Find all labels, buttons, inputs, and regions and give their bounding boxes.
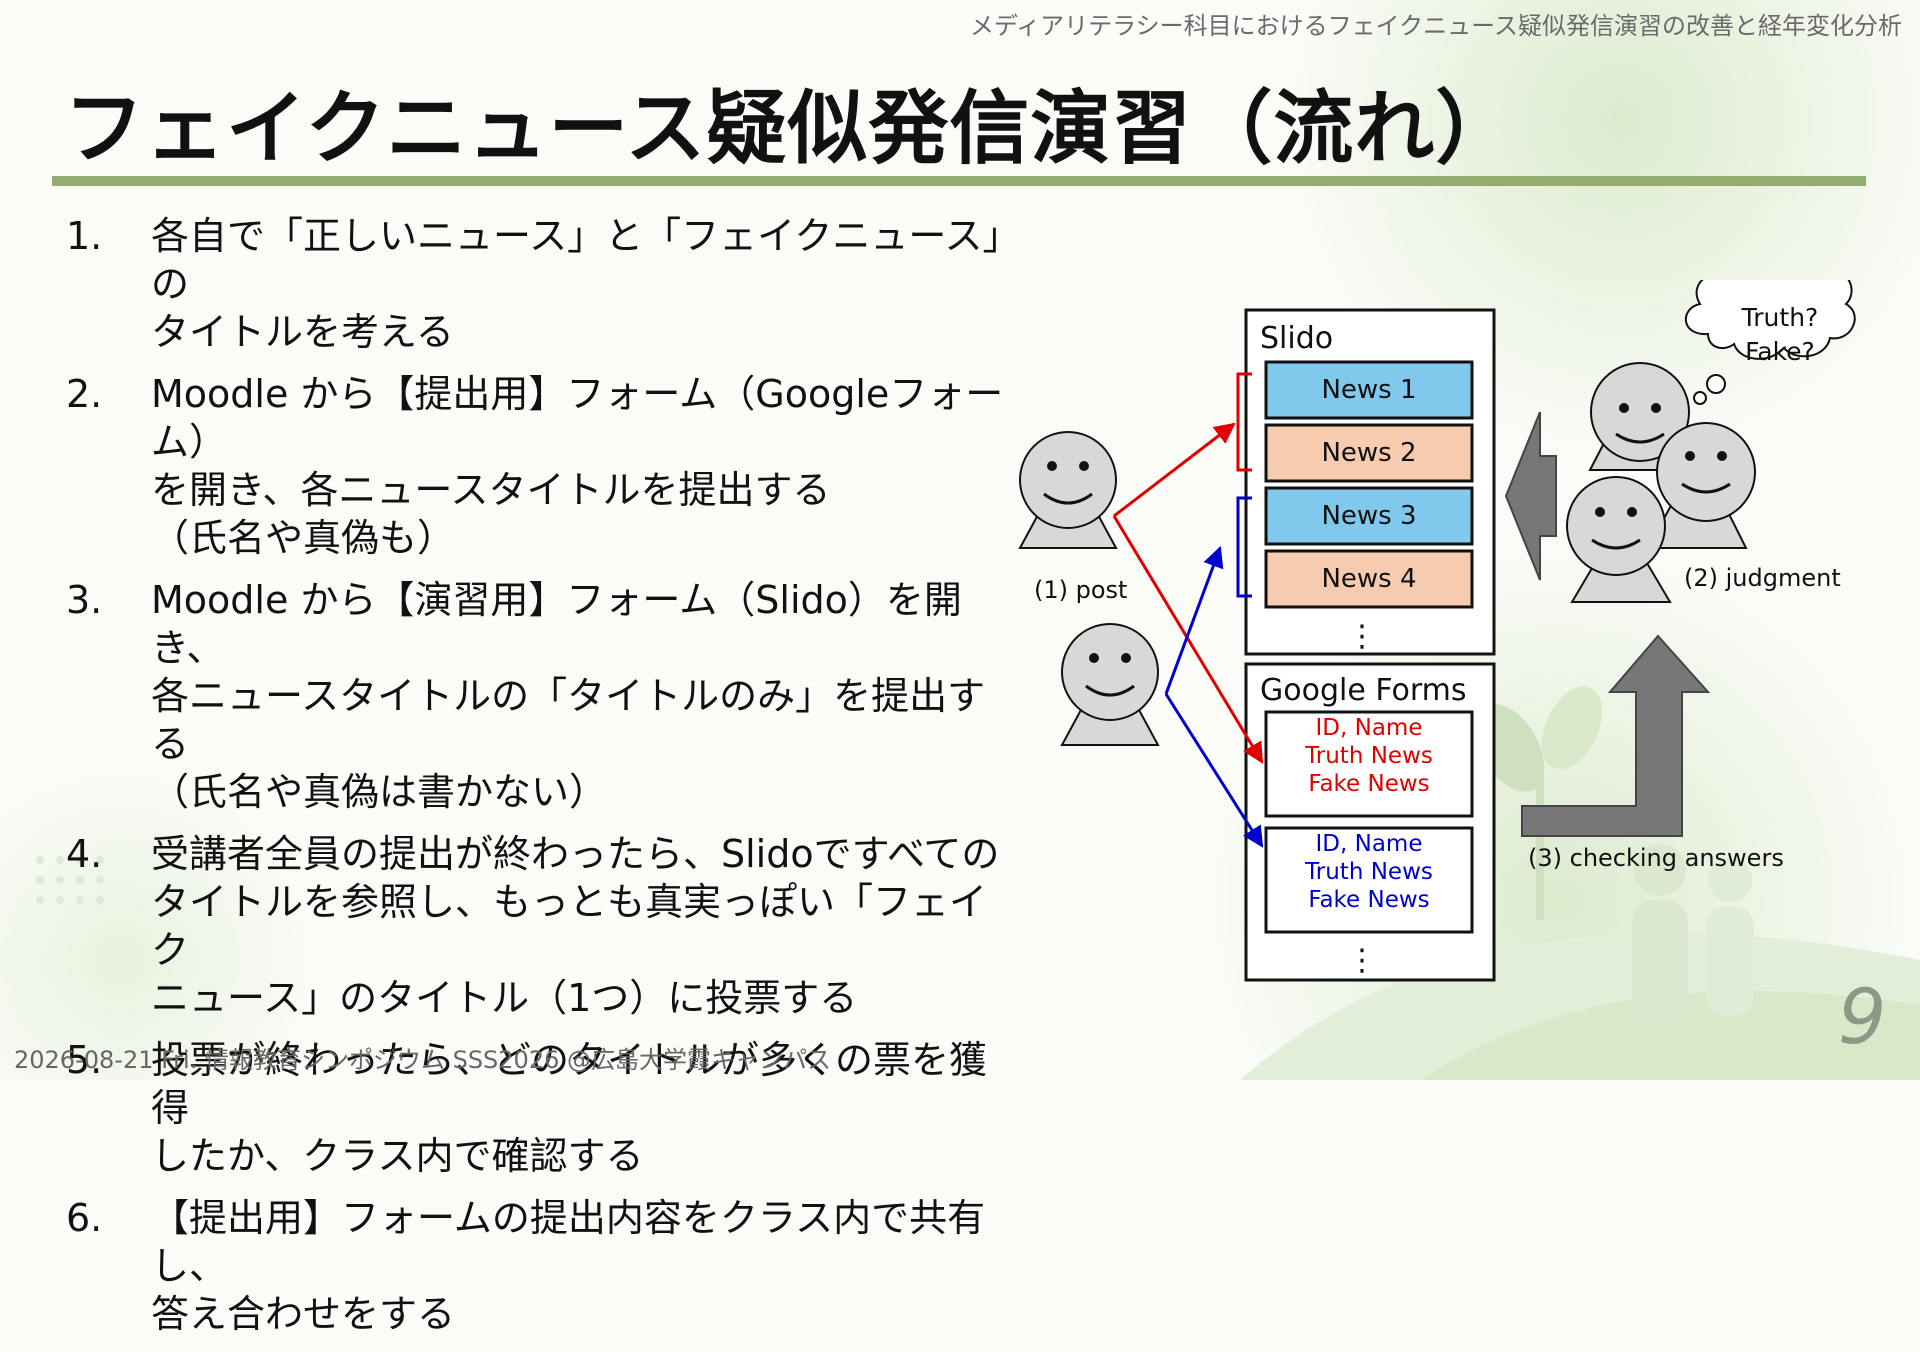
footer-event: 2026-08-21 Fri. 情報教育シンポジウム SSS2026 @広島大学… bbox=[14, 1046, 831, 1074]
red-arrow-to-form bbox=[1112, 515, 1264, 764]
step-text: 受講者全員の提出が終わったら、Slidoですべての タイトルを参照し、もっとも真… bbox=[151, 830, 1006, 1022]
blue-bracket bbox=[1236, 496, 1252, 598]
step-list: 1. 各自で「正しいニュース」と「フェイクニュース」の タイトルを考える 2. … bbox=[66, 212, 1006, 1352]
news-label: News 2 bbox=[1321, 438, 1416, 468]
step-number: 3. bbox=[66, 578, 103, 622]
step-line: を開き、各ニュースタイトルを提出する bbox=[151, 468, 831, 512]
step-line: したか、クラス内で確認する bbox=[151, 1134, 644, 1178]
form-line: Fake News bbox=[1308, 771, 1429, 797]
news-card: News 4 bbox=[1264, 549, 1474, 609]
step-item: 4. 受講者全員の提出が終わったら、Slidoですべての タイトルを参照し、もっ… bbox=[66, 830, 1006, 1022]
step-line: （氏名や真偽も） bbox=[151, 516, 456, 560]
news-card: News 1 bbox=[1264, 360, 1474, 420]
form-card: ID, Name Truth News Fake News bbox=[1264, 826, 1474, 934]
thought-line: Truth? bbox=[1741, 303, 1819, 332]
news-label: News 1 bbox=[1321, 375, 1416, 405]
post-label: (1) post bbox=[1034, 576, 1127, 604]
judge-person-icon bbox=[1646, 422, 1756, 549]
step-number: 4. bbox=[66, 832, 103, 876]
view-slido-arrow bbox=[1504, 411, 1557, 581]
step-line: タイトルを考える bbox=[151, 310, 454, 354]
step-line: 答え合わせをする bbox=[151, 1292, 456, 1336]
presentation-subtitle: メディアリテラシー科目におけるフェイクニュース疑似発信演習の改善と経年変化分析 bbox=[969, 12, 1902, 40]
blue-arrow-to-slido bbox=[1164, 546, 1224, 695]
step-line: 【提出用】フォームの提出内容をクラス内で共有し、 bbox=[151, 1196, 986, 1288]
form-line: Truth News bbox=[1304, 859, 1433, 885]
step-line: タイトルを参照し、もっとも真実っぽい「フェイク bbox=[151, 880, 988, 972]
judgment-label: (2) judgment bbox=[1684, 564, 1841, 592]
title-divider bbox=[52, 176, 1866, 186]
form-line: Truth News bbox=[1304, 743, 1433, 769]
form-line: ID, Name bbox=[1316, 715, 1423, 741]
step-text: 各自で「正しいニュース」と「フェイクニュース」の タイトルを考える bbox=[151, 212, 1006, 356]
step-text: Moodle から【演習用】フォーム（Slido）を開き、 各ニュースタイトルの… bbox=[151, 576, 1006, 816]
forms-ellipsis: ⋮ bbox=[1347, 943, 1377, 978]
form-line: Fake News bbox=[1308, 887, 1429, 913]
step-line: 各自で「正しいニュース」と「フェイクニュース」の bbox=[151, 214, 1002, 306]
step-item: 2. Moodle から【提出用】フォーム（Googleフォーム） を開き、各ニ… bbox=[66, 370, 1006, 562]
step-number: 1. bbox=[66, 214, 103, 258]
google-forms-label: Google Forms bbox=[1260, 673, 1467, 708]
slido-ellipsis: ⋮ bbox=[1347, 619, 1377, 654]
step-number: 6. bbox=[66, 1196, 103, 1240]
red-bracket bbox=[1236, 372, 1252, 472]
news-label: News 3 bbox=[1321, 501, 1416, 531]
step-line: 各ニュースタイトルの「タイトルのみ」を提出する bbox=[151, 674, 986, 766]
news-card: News 2 bbox=[1264, 423, 1474, 483]
step-item: 6. 【提出用】フォームの提出内容をクラス内で共有し、 答え合わせをする bbox=[66, 1194, 1006, 1338]
blue-arrow-to-form bbox=[1164, 693, 1264, 848]
poster-person-icon bbox=[1018, 431, 1118, 549]
step-item: 1. 各自で「正しいニュース」と「フェイクニュース」の タイトルを考える bbox=[66, 212, 1006, 356]
step-item: 3. Moodle から【演習用】フォーム（Slido）を開き、 各ニュースタイ… bbox=[66, 576, 1006, 816]
step-text: 【提出用】フォームの提出内容をクラス内で共有し、 答え合わせをする bbox=[151, 1194, 1006, 1338]
step-number: 2. bbox=[66, 372, 103, 416]
step-line: Moodle から【演習用】フォーム（Slido）を開き、 bbox=[151, 578, 962, 670]
red-arrow-to-slido bbox=[1113, 422, 1236, 518]
thought-bubble-icon: Truth? Fake? bbox=[1684, 280, 1856, 405]
checking-answers-arrow bbox=[1521, 634, 1711, 837]
slide-title: フェイクニュース疑似発信演習（流れ） bbox=[64, 82, 1517, 175]
step-line: ニュース」のタイトル（1つ）に投票する bbox=[151, 976, 858, 1020]
news-card: News 3 bbox=[1264, 486, 1474, 546]
step-text: Moodle から【提出用】フォーム（Googleフォーム） を開き、各ニュース… bbox=[151, 370, 1006, 562]
step-line: （氏名や真偽は書かない） bbox=[151, 770, 608, 814]
judge-person-icon bbox=[1566, 476, 1672, 603]
step-line: 受講者全員の提出が終わったら、Slidoですべての bbox=[151, 832, 1000, 876]
flow-diagram: Slido News 1 News 2 News 3 News 4 ⋮ Goog… bbox=[1018, 280, 1856, 982]
form-card: ID, Name Truth News Fake News bbox=[1264, 710, 1474, 818]
form-line: ID, Name bbox=[1316, 831, 1423, 857]
page-number: 9 bbox=[1838, 972, 1887, 1061]
thought-line: Fake? bbox=[1745, 337, 1815, 366]
step-number: 5. bbox=[66, 1038, 103, 1082]
poster-person-icon bbox=[1060, 623, 1160, 746]
news-label: News 4 bbox=[1321, 564, 1416, 594]
slido-label: Slido bbox=[1260, 321, 1333, 356]
checking-answers-label: (3) checking answers bbox=[1528, 844, 1784, 872]
step-line: Moodle から【提出用】フォーム（Googleフォーム） bbox=[151, 372, 1004, 464]
